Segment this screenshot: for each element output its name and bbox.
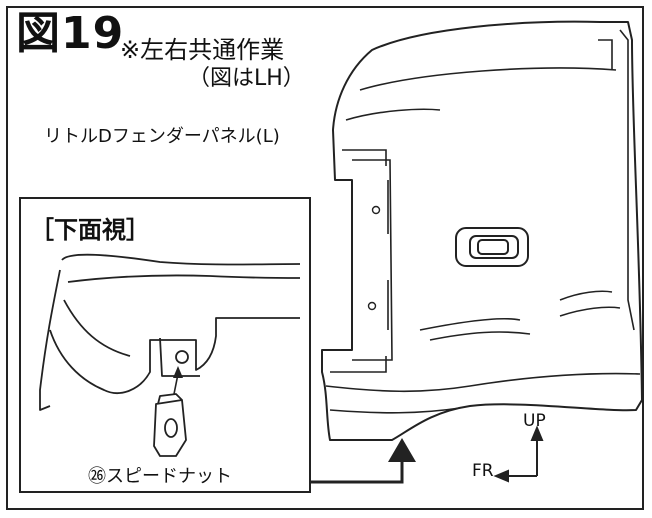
part-name-label: リトルDフェンダーパネル(L) [44, 126, 280, 147]
inset-fender-underside [61, 253, 301, 266]
fr-arrow-icon [493, 469, 509, 483]
figure-subtitle-lh-note: （図はLH） [188, 66, 305, 91]
fender-recess [352, 159, 393, 361]
figure-title: 図19 [16, 8, 125, 59]
figure-frame [6, 6, 644, 510]
up-arrow-icon [530, 425, 544, 441]
install-arrow-icon [173, 366, 183, 378]
up-direction-label: UP [523, 411, 546, 431]
front-direction-label: FR [472, 461, 494, 481]
inset-mounting-hole [175, 350, 189, 364]
inset-view-title: ［下面視］ [30, 216, 150, 244]
leader-line [310, 460, 404, 484]
speed-nut-label: ㉖スピードナット [88, 466, 232, 487]
figure-subtitle-common-work: ※左右共通作業 [120, 36, 285, 64]
view-direction-arrow-icon [388, 438, 416, 462]
